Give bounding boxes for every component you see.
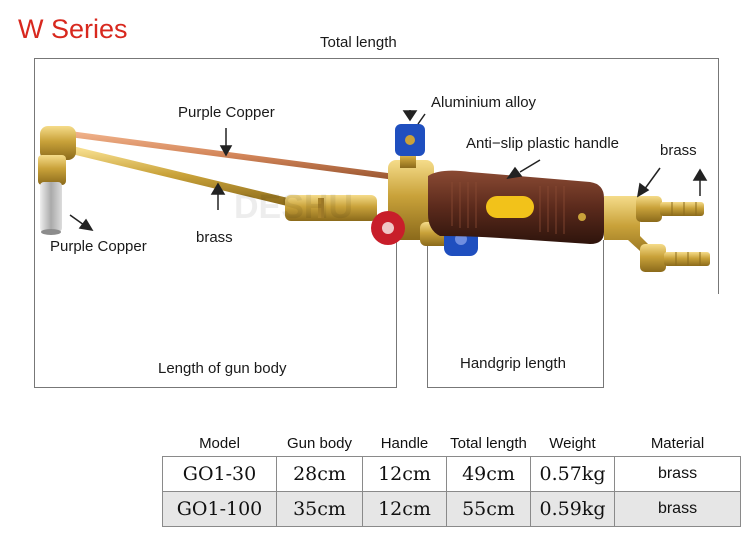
- cell-gun-body: 35cm: [276, 491, 363, 527]
- handgrip-left-tick: [427, 222, 428, 388]
- brass-body-label: brass: [196, 229, 233, 246]
- header-total-length: Total length: [450, 434, 527, 452]
- cell-total-length: 49cm: [446, 456, 531, 492]
- total-length-label: Total length: [320, 34, 397, 51]
- series-title: W Series: [18, 14, 128, 44]
- handle-badge: [486, 196, 534, 218]
- gun-body-right-tick: [396, 196, 397, 388]
- table-row: GO1-30 28cm 12cm 49cm 0.57kg brass: [162, 456, 741, 492]
- purple-copper-tip-label: Purple Copper: [50, 238, 147, 255]
- brass-tube: [68, 146, 304, 209]
- cell-weight: 0.59kg: [530, 491, 615, 527]
- brass-nipple-lower: [664, 252, 710, 266]
- cell-model: GO1-100: [162, 491, 277, 527]
- brass-nut-lower: [640, 244, 666, 272]
- cell-model: GO1-30: [162, 456, 277, 492]
- total-length-line: [34, 58, 718, 59]
- header-material: Material: [650, 434, 705, 452]
- handgrip-right-tick: [603, 240, 604, 388]
- watermark-text: DESHU: [234, 188, 353, 226]
- spec-table-header: Model Gun body Handle Total length Weigh…: [163, 430, 741, 457]
- aluminium-alloy-label: Aluminium alloy: [431, 94, 537, 111]
- brass-fittings-label: brass: [660, 142, 697, 159]
- header-model: Model: [199, 434, 240, 452]
- header-weight: Weight: [549, 434, 596, 452]
- cell-total-length: 55cm: [446, 491, 531, 527]
- cell-handle: 12cm: [362, 456, 447, 492]
- nozzle-tip: [40, 182, 62, 232]
- cell-handle: 12cm: [362, 491, 447, 527]
- total-length-left-tick: [34, 58, 35, 388]
- length-gun-body-label: Length of gun body: [158, 360, 287, 377]
- header-handle: Handle: [380, 434, 429, 452]
- spec-table: Model Gun body Handle Total length Weigh…: [162, 430, 741, 527]
- header-gun-body: Gun body: [286, 434, 353, 452]
- anti-slip-handle-label: Anti−slip plastic handle: [466, 135, 620, 152]
- handgrip-length-label: Handgrip length: [460, 355, 566, 372]
- table-row: GO1-100 35cm 12cm 55cm 0.59kg brass: [162, 491, 741, 527]
- brass-body-fitting: [285, 195, 377, 221]
- purple-copper-tube-label: Purple Copper: [178, 104, 275, 121]
- copper-tube: [59, 130, 398, 180]
- handgrip-line: [427, 387, 603, 388]
- cell-weight: 0.57kg: [530, 456, 615, 492]
- cell-material: brass: [614, 456, 741, 492]
- brass-nut-upper: [636, 196, 662, 222]
- nozzle-head: [40, 126, 76, 160]
- cell-material: brass: [614, 491, 741, 527]
- gun-body-line: [34, 387, 396, 388]
- total-length-right-tick: [718, 58, 719, 294]
- brass-nipple-upper: [660, 202, 704, 216]
- cell-gun-body: 28cm: [276, 456, 363, 492]
